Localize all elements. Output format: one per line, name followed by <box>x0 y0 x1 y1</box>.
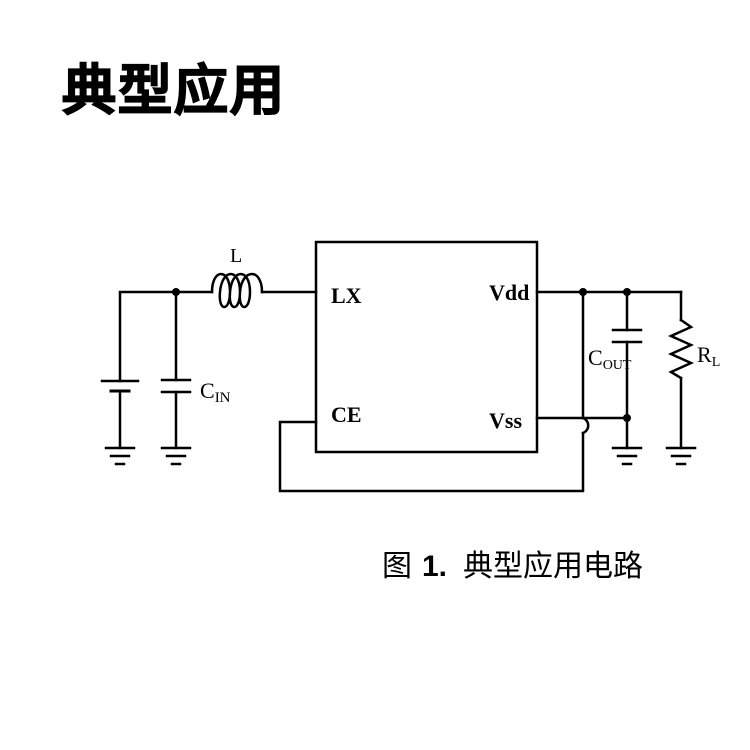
caption-text: 典型应用电路 <box>463 549 644 584</box>
pin-label-ce: CE <box>331 402 362 427</box>
junction-dot <box>579 288 587 296</box>
pin-label-vss: Vss <box>489 408 522 433</box>
battery <box>100 379 140 466</box>
ic-chip <box>314 240 539 454</box>
ce-feedback-wire <box>278 420 585 493</box>
rl-label: RL <box>697 342 720 370</box>
caption-number: 1. <box>422 550 448 583</box>
input-wire <box>118 290 214 383</box>
cout-label: COUT <box>588 345 632 373</box>
capacitor-cout <box>611 290 643 466</box>
junction-dot <box>623 414 631 422</box>
capacitor-cin <box>160 290 192 466</box>
inductor-L <box>210 272 264 309</box>
section-heading: 典型应用 <box>61 59 286 122</box>
cin-label: CIN <box>200 378 231 406</box>
caption-prefix: 图 <box>382 549 412 584</box>
resistor-rl <box>665 290 697 466</box>
junction-dot <box>172 288 180 296</box>
figure-caption: 图 1. 典型应用电路 <box>382 552 643 582</box>
pin-label-vdd: Vdd <box>489 280 529 305</box>
wire-crossover-hop <box>581 416 590 435</box>
inductor-label: L <box>230 245 242 267</box>
junction-dot <box>623 288 631 296</box>
pin-label-lx: LX <box>331 283 362 308</box>
